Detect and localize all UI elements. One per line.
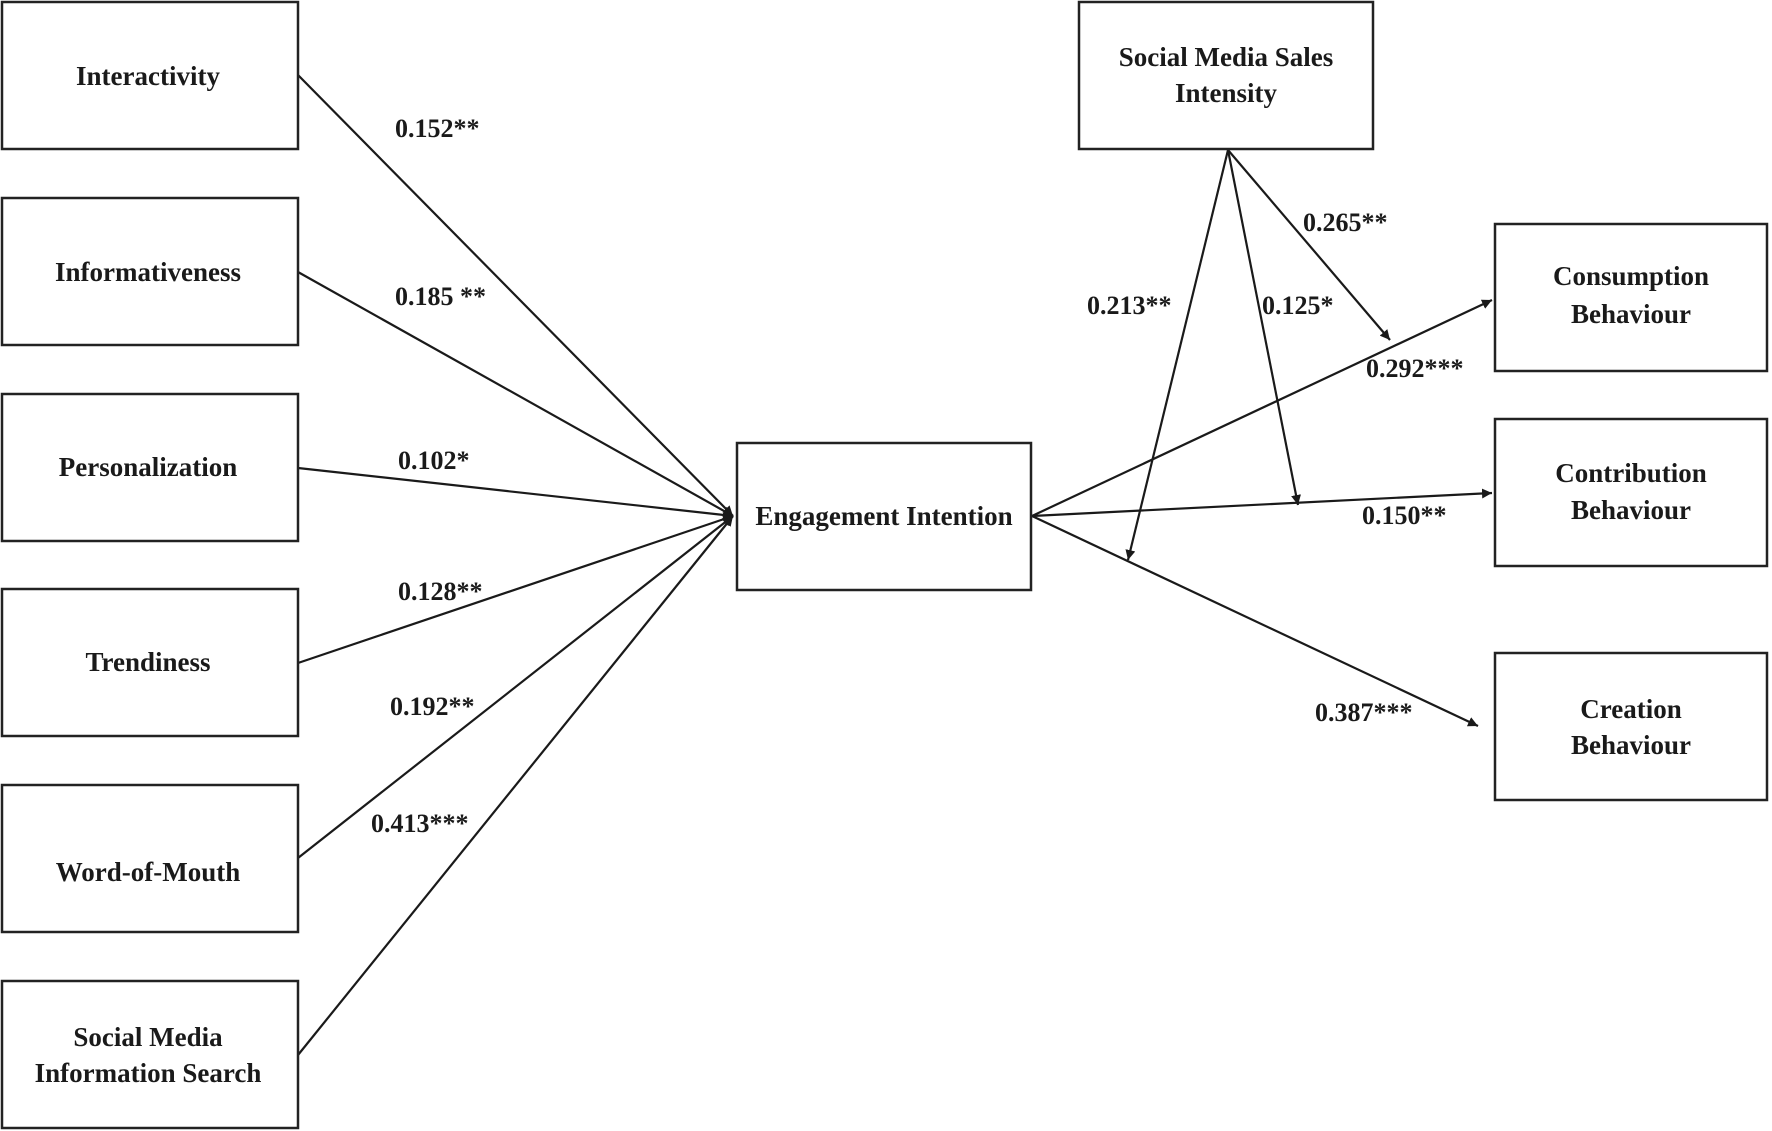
node-personalization: Personalization	[0, 392, 300, 543]
node-sales-intensity-label-line1: Social Media Sales	[1119, 42, 1334, 72]
edge-labels: 0.152** 0.185 ** 0.102* 0.128** 0.192** …	[371, 114, 1464, 838]
label-engagement-consumption: 0.292***	[1366, 354, 1464, 383]
edge-personalization-engagement	[297, 466, 734, 520]
node-engagement-intention-label: Engagement Intention	[755, 501, 1012, 531]
node-creation-label-line1: Creation	[1580, 694, 1682, 724]
node-personalization-label: Personalization	[59, 452, 237, 482]
node-information-search-label-line2: Information Search	[35, 1058, 262, 1088]
label-engagement-contribution: 0.150**	[1362, 501, 1447, 530]
node-creation-behaviour: Creation Behaviour	[1493, 651, 1769, 802]
label-informativeness-engagement: 0.185 **	[395, 282, 486, 311]
edge-engagement-contribution	[1031, 488, 1493, 518]
node-interactivity: Interactivity	[0, 0, 300, 151]
node-information-search: Social Media Information Search	[0, 979, 300, 1130]
edge-engagement-consumption	[1031, 299, 1493, 517]
node-information-search-label-line1: Social Media	[73, 1022, 223, 1052]
node-consumption-behaviour: Consumption Behaviour	[1493, 222, 1769, 373]
node-informativeness: Informativeness	[0, 196, 300, 347]
label-trendiness-engagement: 0.128**	[398, 577, 483, 606]
label-wom-engagement: 0.192**	[390, 692, 475, 721]
node-creation-label-line2: Behaviour	[1571, 730, 1691, 760]
node-contribution-behaviour: Contribution Behaviour	[1493, 417, 1769, 568]
node-engagement-intention: Engagement Intention	[735, 441, 1033, 592]
node-sales-intensity: Social Media Sales Intensity	[1077, 0, 1375, 151]
node-consumption-label-line2: Behaviour	[1571, 299, 1691, 329]
node-contribution-label-line2: Behaviour	[1571, 495, 1691, 525]
edges	[297, 74, 1493, 1056]
edge-sales-creation-moderation	[1125, 149, 1230, 561]
node-interactivity-label: Interactivity	[76, 61, 220, 91]
node-word-of-mouth-label: Word-of-Mouth	[56, 857, 241, 887]
edge-wom-engagement	[297, 515, 734, 859]
node-trendiness: Trendiness	[0, 587, 300, 738]
edge-interactivity-engagement	[297, 74, 734, 517]
label-sales-contribution: 0.125*	[1262, 291, 1334, 320]
label-sales-consumption: 0.265**	[1303, 208, 1388, 237]
node-sales-intensity-label-line2: Intensity	[1175, 78, 1278, 108]
edge-search-engagement	[297, 515, 734, 1056]
edge-sales-consumption-moderation	[1227, 149, 1391, 341]
node-consumption-label-line1: Consumption	[1553, 261, 1709, 291]
node-trendiness-label: Trendiness	[85, 647, 210, 677]
label-engagement-creation: 0.387***	[1315, 698, 1413, 727]
label-personalization-engagement: 0.102*	[398, 446, 470, 475]
edge-informativeness-engagement	[297, 271, 734, 517]
node-informativeness-label: Informativeness	[55, 257, 241, 287]
edge-sales-contribution-moderation	[1226, 149, 1301, 506]
node-contribution-label-line1: Contribution	[1555, 458, 1707, 488]
label-search-engagement: 0.413***	[371, 809, 469, 838]
edge-engagement-creation	[1031, 515, 1479, 727]
edge-trendiness-engagement	[297, 514, 734, 665]
label-interactivity-engagement: 0.152**	[395, 114, 480, 143]
node-word-of-mouth: Word-of-Mouth	[0, 783, 300, 934]
label-sales-creation: 0.213**	[1087, 291, 1172, 320]
